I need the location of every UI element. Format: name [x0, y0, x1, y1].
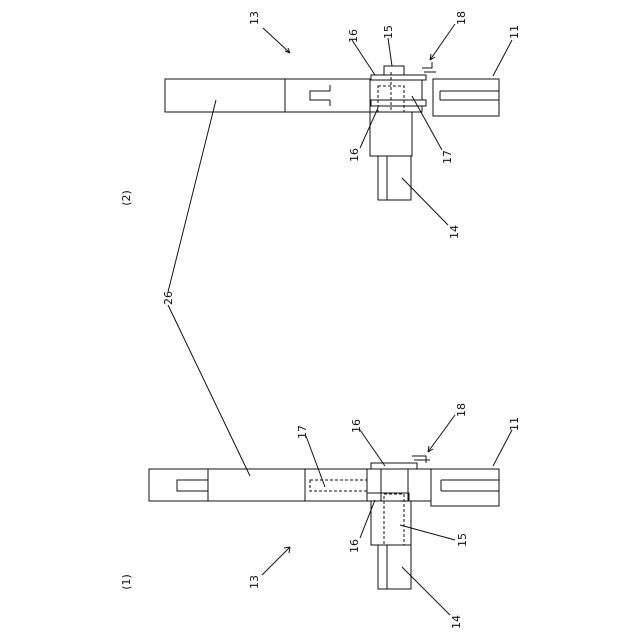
arm-26-upper: [165, 79, 370, 112]
clip-18-lower: [412, 456, 430, 463]
label-18-upper: 18: [455, 11, 468, 25]
socket-body-lower: [371, 501, 411, 545]
handle-11-upper: [433, 79, 499, 116]
label-18-lower: 18: [455, 403, 468, 417]
view-1-caption: (1): [120, 574, 133, 590]
washer-16-top-lower: [371, 463, 417, 469]
label-16-upper-b: 16: [348, 148, 361, 162]
drive-shaft-14-lower: [378, 545, 411, 589]
label-14-upper: 14: [448, 225, 461, 239]
label-15-lower: 15: [456, 533, 469, 547]
view-2-caption: (2): [120, 190, 133, 206]
view-1-assembly: [149, 456, 499, 589]
label-11-upper: 11: [508, 25, 521, 39]
clip-18-upper: [422, 62, 436, 72]
drive-shaft-14-upper: [378, 156, 411, 200]
label-16-lower-a: 16: [350, 419, 363, 433]
label-17-upper: 17: [441, 150, 454, 164]
arm-26-lower: [149, 469, 367, 501]
socket-body-upper: [370, 112, 412, 156]
label-14-lower: 14: [450, 615, 463, 629]
label-16-upper-a: 16: [347, 29, 360, 43]
label-17-lower: 17: [296, 425, 309, 439]
label-11-lower: 11: [508, 417, 521, 431]
washer-16-bottom-upper: [371, 100, 426, 106]
label-15-upper: 15: [382, 25, 395, 39]
washer-16-bottom-lower: [367, 493, 409, 501]
washer-16-top-upper: [371, 75, 426, 80]
label-13-upper: 13: [248, 11, 261, 25]
label-13-lower: 13: [248, 575, 261, 589]
label-16-lower-b: 16: [348, 539, 361, 553]
label-26: 26: [162, 291, 175, 305]
view-2-assembly: [165, 62, 499, 200]
